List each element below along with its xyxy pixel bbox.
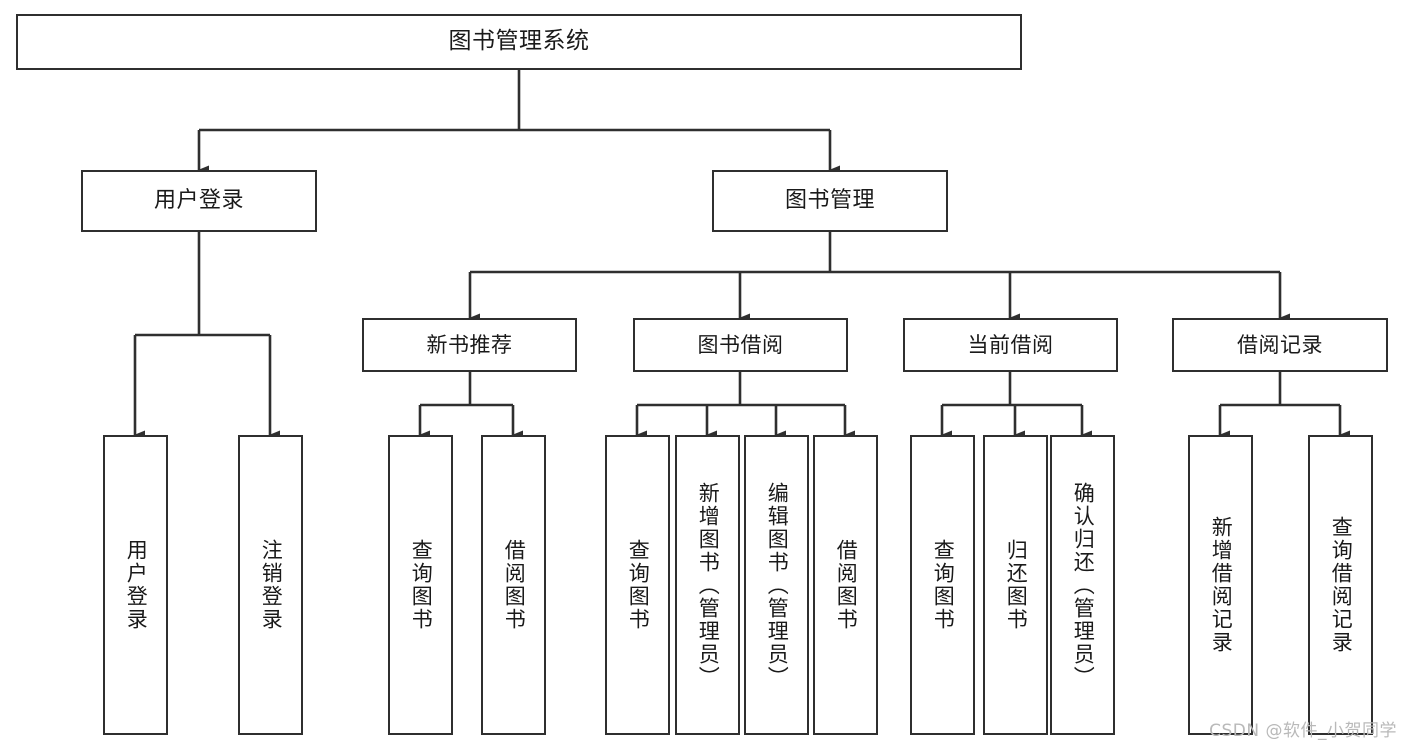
leaf-user-logout-label: 注销登录	[259, 539, 284, 631]
leaf-return-book-label: 归还图书	[1004, 539, 1029, 631]
leaf-borrow-book-borrow-label: 借阅图书	[834, 539, 859, 631]
node-book-borrow-label: 图书借阅	[697, 332, 784, 357]
leaf-query-book-recommend-label: 查询图书	[409, 539, 434, 631]
leaf-query-book-recommend[interactable]: 查询图书	[388, 435, 453, 735]
node-root[interactable]: 图书管理系统	[16, 14, 1022, 70]
leaf-borrow-book-recommend[interactable]: 借阅图书	[481, 435, 546, 735]
leaf-query-book-borrow-label: 查询图书	[626, 539, 651, 631]
connector-lines	[133, 70, 1350, 440]
node-current-borrow-label: 当前借阅	[967, 332, 1054, 357]
leaf-query-borrow-record-label: 查询借阅记录	[1329, 516, 1354, 654]
node-new-book-recommend-label: 新书推荐	[426, 332, 513, 357]
leaf-borrow-book-recommend-label: 借阅图书	[502, 539, 527, 631]
leaf-edit-book-admin-label: 编辑图书（管理员）	[765, 481, 790, 689]
leaf-add-borrow-record[interactable]: 新增借阅记录	[1188, 435, 1253, 735]
node-root-label: 图书管理系统	[448, 28, 590, 55]
node-new-book-recommend[interactable]: 新书推荐	[362, 318, 577, 372]
node-borrow-record[interactable]: 借阅记录	[1172, 318, 1388, 372]
leaf-query-book-current-label: 查询图书	[931, 539, 956, 631]
leaf-confirm-return-admin-label: 确认归还（管理员）	[1071, 481, 1096, 689]
node-user-login[interactable]: 用户登录	[81, 170, 317, 232]
node-book-borrow[interactable]: 图书借阅	[633, 318, 848, 372]
leaf-add-book-admin[interactable]: 新增图书（管理员）	[675, 435, 740, 735]
leaf-add-borrow-record-label: 新增借阅记录	[1209, 516, 1234, 654]
leaf-confirm-return-admin[interactable]: 确认归还（管理员）	[1050, 435, 1115, 735]
node-current-borrow[interactable]: 当前借阅	[903, 318, 1118, 372]
leaf-add-book-admin-label: 新增图书（管理员）	[696, 481, 721, 689]
leaf-query-borrow-record[interactable]: 查询借阅记录	[1308, 435, 1373, 735]
leaf-return-book[interactable]: 归还图书	[983, 435, 1048, 735]
node-user-login-label: 用户登录	[153, 188, 244, 214]
leaf-user-login-label: 用户登录	[124, 539, 149, 631]
node-book-manage-label: 图书管理	[784, 188, 875, 214]
node-borrow-record-label: 借阅记录	[1237, 332, 1323, 357]
leaf-user-login[interactable]: 用户登录	[103, 435, 168, 735]
leaf-user-logout[interactable]: 注销登录	[238, 435, 303, 735]
leaf-edit-book-admin[interactable]: 编辑图书（管理员）	[744, 435, 809, 735]
node-book-manage[interactable]: 图书管理	[712, 170, 948, 232]
leaf-query-book-borrow[interactable]: 查询图书	[605, 435, 670, 735]
leaf-borrow-book-borrow[interactable]: 借阅图书	[813, 435, 878, 735]
leaf-query-book-current[interactable]: 查询图书	[910, 435, 975, 735]
